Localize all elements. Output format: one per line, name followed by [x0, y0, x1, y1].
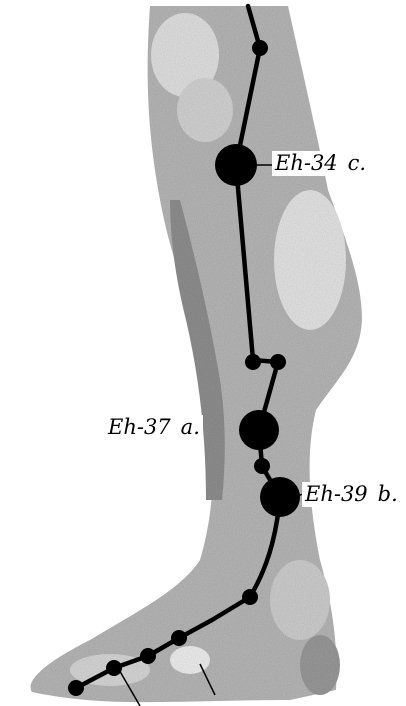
- point: [254, 458, 270, 474]
- point: [270, 354, 286, 370]
- label-eh37: Eh-37 a.: [105, 415, 203, 440]
- knee-highlight-2: [177, 78, 233, 142]
- point-eh37: [239, 410, 279, 450]
- leg-silhouette: [31, 6, 362, 702]
- toe-highlight: [170, 646, 210, 674]
- heel-shadow: [300, 635, 340, 695]
- label-eh34-letter: c.: [348, 151, 366, 175]
- point: [140, 648, 156, 664]
- point: [252, 40, 268, 56]
- point-eh34: [215, 144, 257, 186]
- label-eh37-letter: a.: [181, 415, 200, 439]
- point: [171, 630, 187, 646]
- point: [68, 680, 84, 696]
- ankle-highlight: [270, 560, 330, 640]
- label-eh34-code: Eh-34: [275, 151, 338, 175]
- calf-highlight: [274, 190, 346, 330]
- label-eh39-letter: b.: [378, 482, 398, 506]
- label-eh37-code: Eh-37: [108, 415, 171, 439]
- point: [242, 589, 258, 605]
- point: [245, 354, 261, 370]
- label-eh39-code: Eh-39: [305, 482, 368, 506]
- label-eh34: Eh-34 c.: [272, 151, 369, 176]
- label-eh39: Eh-39 b.: [302, 482, 401, 507]
- point: [106, 660, 122, 676]
- point-eh39: [260, 477, 300, 517]
